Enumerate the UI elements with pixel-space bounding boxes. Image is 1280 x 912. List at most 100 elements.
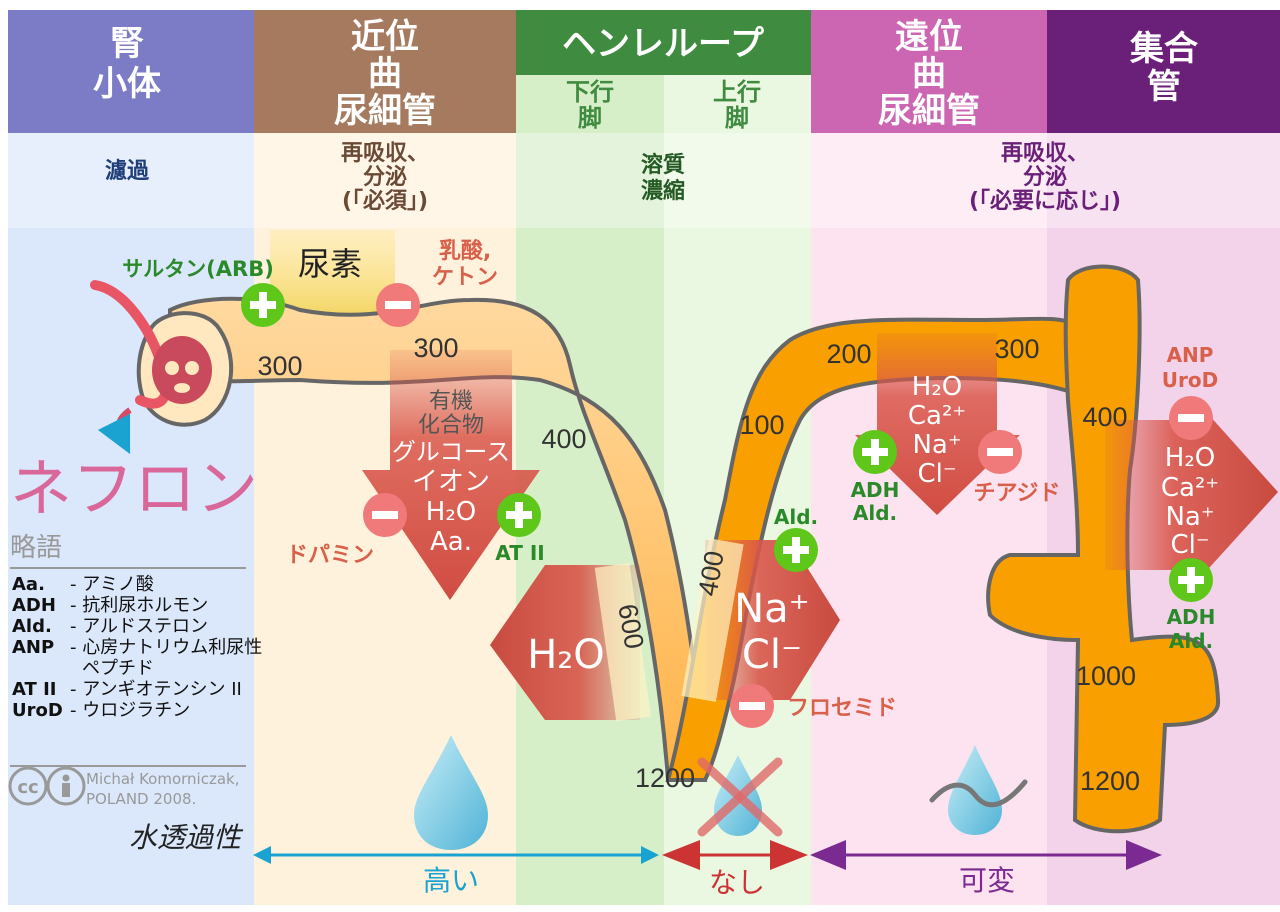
distal-item-na: Na⁺ [912, 430, 961, 460]
plus-icon [774, 528, 818, 572]
collecting-adh-label: ADH [1167, 605, 1216, 629]
abbreviation-term: UroD [12, 700, 63, 721]
left-panel: サルタン(ARB) ネフロン 略語 [10, 257, 274, 569]
afferent-arteriole [90, 280, 212, 455]
water-drop-icon [948, 745, 1002, 835]
header-ascending-line1: 上行 [713, 78, 761, 106]
lactic-label-line2: ケトン [432, 265, 498, 290]
distal-item-ca: Ca²⁺ [908, 401, 966, 431]
distal-item-cl: Cl⁻ [917, 459, 956, 489]
proximal-item-glucose: グルコース [392, 438, 510, 466]
permeability-variable-arrow-left [810, 840, 846, 870]
plus-icon [853, 430, 897, 474]
proximal-item-ion: イオン [412, 467, 490, 497]
header-glomerulus-line1: 腎 [110, 24, 144, 64]
collecting-item-water: H₂O [1165, 443, 1215, 473]
function-distal-line3: (「必要に応じ」) [969, 188, 1121, 214]
distal-reabsorption-arrow [855, 333, 1020, 515]
abbreviation-term: Ald. [12, 616, 52, 637]
header-distal-line2: 曲 [912, 54, 946, 94]
henle-ald-label: Ald. [774, 505, 818, 529]
plus-icon [241, 283, 285, 327]
distal-item-water: H₂O [912, 372, 962, 402]
proximal-reabsorption-arrow [362, 350, 540, 600]
collecting-item-ca: Ca²⁺ [1161, 473, 1219, 503]
abbreviation-term: Aa. [12, 574, 45, 595]
abbreviation-term: ANP [12, 637, 54, 658]
abbreviation-term: ADH [12, 595, 56, 616]
water-drops [414, 735, 1028, 850]
osm-glomerulus-300: 300 [257, 351, 302, 381]
header-descending-line1: 下行 [566, 78, 614, 106]
function-henle-line1: 溶質 [641, 152, 685, 178]
function-proximal-line1: 再吸収、 [341, 141, 429, 166]
henle-na-label: Na⁺ [734, 586, 810, 632]
credit-block: cc Michał Komorniczak, POLAND 2008. [8, 765, 246, 808]
minus-icon [363, 493, 407, 537]
osm-proximal-300: 300 [413, 333, 458, 363]
collecting-item-na: Na⁺ [1165, 502, 1214, 532]
thiazide-label: チアジド [973, 481, 1060, 506]
header-collecting-bg [1047, 10, 1280, 133]
dopamine-label: ドパミン [286, 543, 374, 568]
header-proximal-line3: 尿細管 [334, 91, 436, 131]
permeability-none-arrow-right [770, 840, 808, 870]
distal-adh-label: ADH [851, 478, 900, 502]
header-collecting-line1: 集合 [1129, 29, 1198, 69]
abbreviation-definition: - アンギオテンシン II [70, 679, 242, 700]
proximal-labels: 尿素 乳酸, ケトン 有機 化合物 グルコース イオン H₂O Aa. ドパミン… [286, 238, 545, 568]
osmolarity-values: 300 300 400 600 1200 400 100 200 300 400… [257, 333, 1140, 796]
water-drop-icon [414, 735, 488, 850]
abbreviation-definition: ペプチド [82, 658, 154, 679]
minus-icon [978, 430, 1022, 474]
header-distal-bg [811, 10, 1047, 133]
urea-label: 尿素 [298, 245, 362, 283]
proximal-item-water: H₂O [426, 497, 476, 527]
abbreviation-definition: - アルドステロン [70, 616, 208, 637]
cc-text: cc [17, 777, 38, 798]
urod-label: UroD [1162, 368, 1218, 392]
permeability-variable: 可変 [959, 864, 1015, 897]
permeability-high: 高い [423, 864, 479, 897]
henle-cl-label: Cl⁻ [742, 632, 802, 678]
header-proximal-bg [254, 10, 516, 133]
regulator-icons [241, 283, 1213, 728]
osm-descending-400: 400 [541, 424, 586, 454]
permeability-none-arrow-left [662, 840, 700, 870]
minus-icon [376, 283, 420, 327]
credit-author: Michał Komorniczak, [86, 770, 240, 788]
collecting-ald-label: Ald. [1169, 629, 1213, 653]
collecting-reabsorption-arrow [1105, 405, 1278, 578]
credit-country: POLAND 2008. [86, 790, 196, 808]
henle-labels: H₂O Na⁺ Cl⁻ Ald. フロセミド [527, 505, 897, 721]
abbreviation-term: AT II [12, 679, 56, 700]
distal-ald-label: Ald. [853, 501, 897, 525]
header-collecting-line2: 管 [1147, 67, 1181, 107]
header-descending-line2: 脚 [578, 104, 602, 132]
collecting-labels: ANP UroD H₂O Ca²⁺ Na⁺ Cl⁻ ADH Ald. [1161, 343, 1219, 653]
abbreviations-title: 略語 [10, 533, 62, 563]
minus-icon [730, 684, 774, 728]
at2-label: AT II [495, 541, 544, 565]
permeability-none: なし [709, 866, 765, 899]
osm-ascending-100: 100 [739, 410, 784, 440]
osm-collecting-1200: 1200 [1080, 766, 1140, 796]
collecting-item-cl: Cl⁻ [1170, 530, 1209, 560]
plus-icon [1169, 558, 1213, 602]
header-glomerulus-bg [8, 10, 254, 133]
proximal-item-aa: Aa. [430, 527, 472, 557]
attribution-icon [46, 766, 86, 806]
header-henle-bg [516, 10, 811, 75]
function-proximal-line2: 分泌 [363, 164, 407, 190]
function-henle-line2: 濃縮 [641, 178, 685, 204]
anp-label: ANP [1167, 343, 1214, 367]
sartan-label: サルタン(ARB) [122, 257, 274, 281]
header-henle: ヘンレループ [562, 24, 764, 64]
osm-distal-200: 200 [826, 339, 871, 369]
wave-icon [929, 779, 1028, 808]
cross-icon [697, 757, 783, 837]
minus-icon [1169, 396, 1213, 440]
permeability-label: 水透過性 [129, 821, 244, 854]
